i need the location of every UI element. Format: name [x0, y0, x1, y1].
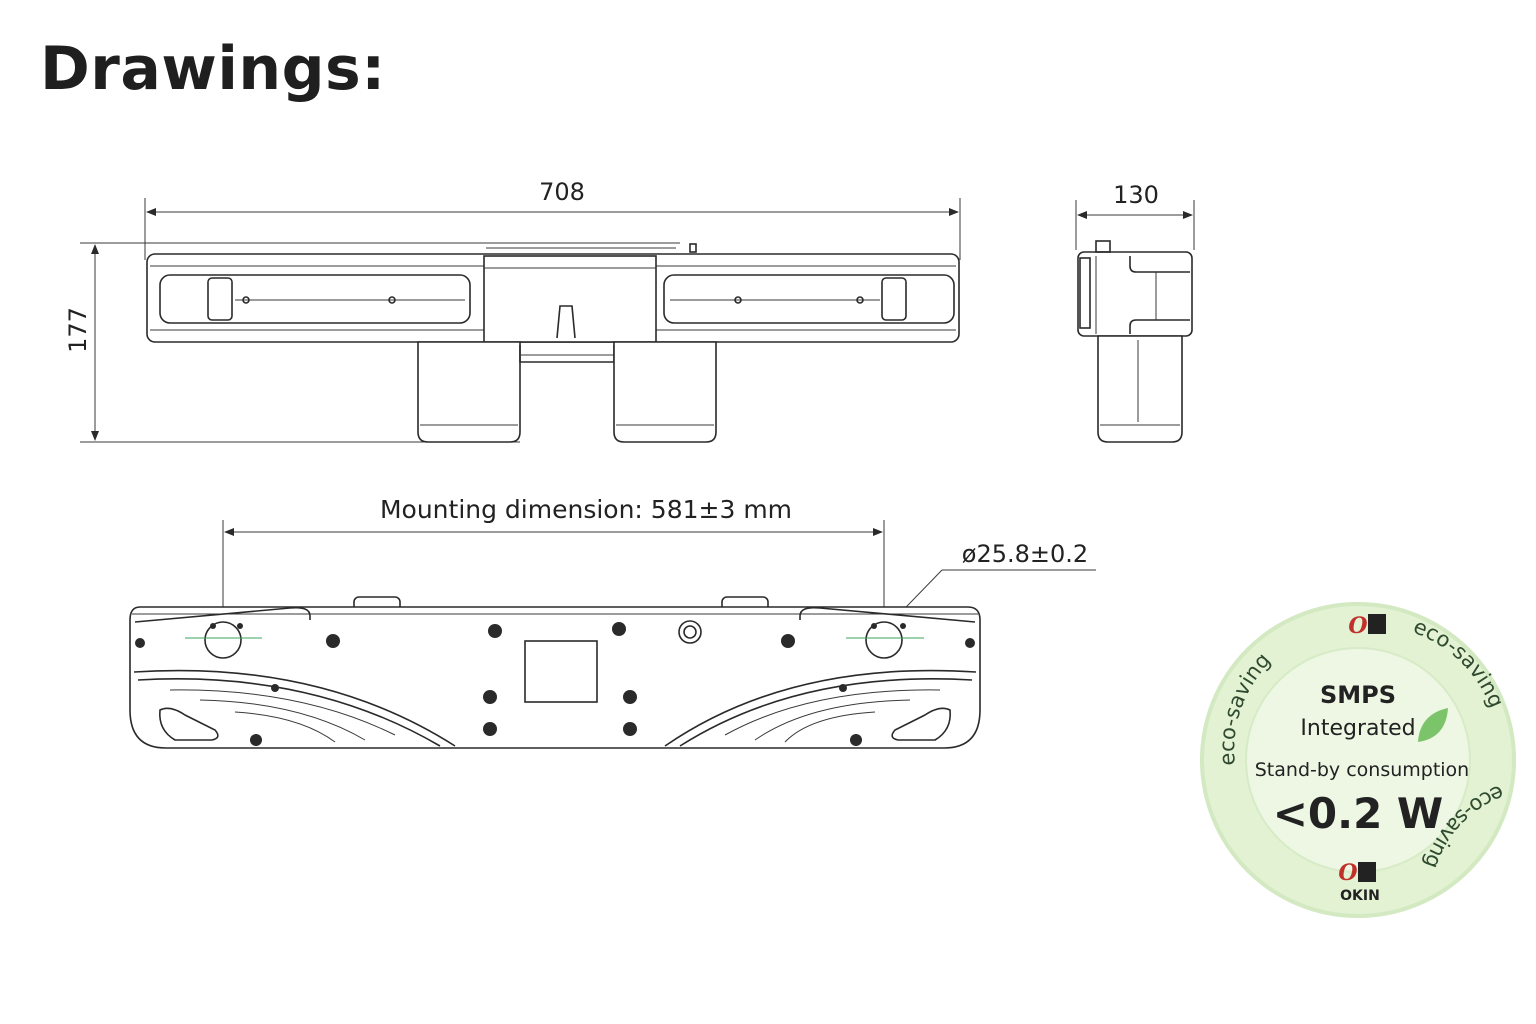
- dimension-depth-label: 130: [1113, 181, 1159, 209]
- standby-value: <0.2 W: [1273, 789, 1444, 838]
- standby-label: Stand-by consumption: [1255, 759, 1469, 781]
- hole-diameter-label: ø25.8±0.2: [962, 540, 1088, 568]
- eco-saving-badge: eco-saving eco-saving eco-saving O SMPS …: [1200, 602, 1516, 918]
- bottom-view: Mounting dimension: 581±3 mm ø25.8±0.2: [129, 495, 1096, 749]
- svg-text:O: O: [1348, 613, 1367, 639]
- smps-label: SMPS: [1320, 681, 1396, 709]
- side-view: 130: [1075, 181, 1195, 443]
- integrated-label: Integrated: [1300, 716, 1415, 741]
- okin-logo-bottom: O OKIN: [1338, 860, 1379, 904]
- mounting-dimension-label: Mounting dimension: 581±3 mm: [380, 495, 792, 524]
- front-view: 708 177: [64, 178, 961, 443]
- svg-text:O: O: [1338, 860, 1357, 886]
- okin-brand-bottom: OKIN: [1340, 888, 1380, 904]
- dimension-height-label: 177: [64, 307, 92, 353]
- page-title: Drawings:: [40, 34, 386, 104]
- okin-logo-top: O: [1348, 613, 1386, 639]
- dimension-width-label: 708: [539, 178, 585, 206]
- leaf-icon: [1418, 708, 1448, 742]
